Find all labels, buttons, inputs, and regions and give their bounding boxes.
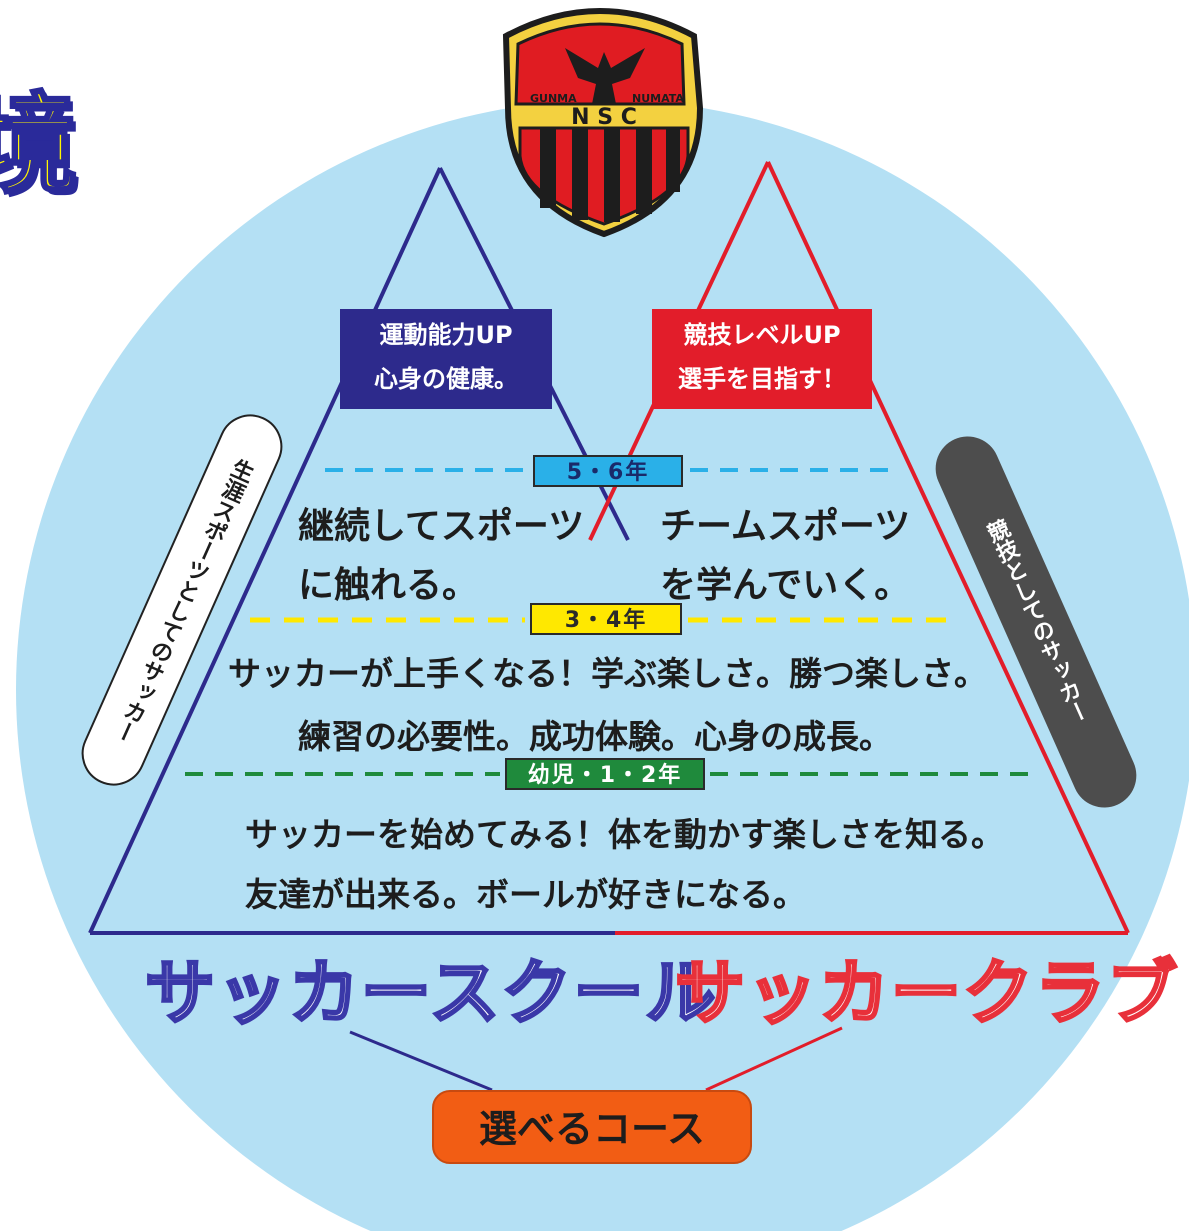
soccer-school-title: サッカースクール: [144, 951, 718, 1036]
crest-initials: N S C: [571, 105, 637, 130]
grade-label-56: 5・6年: [533, 455, 683, 487]
school-connector: [349, 1030, 493, 1092]
lower-line2: 友達が出来る。ボールが好きになる。: [245, 875, 806, 914]
soccer-club-title: サッカークラブ: [674, 951, 1179, 1036]
blue-triangle-left-side: [88, 167, 442, 934]
club-connector: [705, 1026, 843, 1092]
middle-line1: サッカーが上手くなる！学ぶ楽しさ。勝つ楽しさ。: [228, 654, 987, 693]
upper-left-line2: に触れる。: [298, 565, 479, 606]
grade-label-34: 3・4年: [530, 603, 682, 635]
lower-line1: サッカーを始めてみる！体を動かす楽しさを知る。: [245, 815, 1004, 854]
right-peak-line1: 競技レベルUP: [683, 321, 841, 349]
right-peak-box: 競技レベルUP 選手を目指す！: [652, 309, 872, 409]
red-triangle-right-side: [766, 161, 1130, 934]
upper-right-line2: を学んでいく。: [660, 565, 911, 606]
upper-right-line1: チームスポーツ: [660, 506, 911, 547]
left-peak-line2: 心身の健康。: [374, 365, 518, 393]
grade-label-12: 幼児・1・2年: [505, 758, 705, 790]
middle-line2: 練習の必要性。成功体験。心身の成長。: [298, 717, 892, 756]
left-peak-box: 運動能力UP 心身の健康。: [340, 309, 552, 409]
crest-numata-text: NUMATA: [632, 92, 684, 105]
left-peak-line1: 運動能力UP: [379, 321, 513, 349]
course-select-button[interactable]: 選べるコース: [432, 1090, 752, 1164]
crest-gunma-text: GUNMA: [530, 92, 577, 105]
background-circle: [16, 100, 1189, 1231]
page-title: 境: [0, 83, 80, 208]
nsc-crest-icon: GUNMA NUMATA N S C: [502, 8, 704, 238]
right-peak-line2: 選手を目指す！: [678, 365, 846, 393]
upper-left-line1: 継続してスポーツ: [298, 506, 585, 547]
